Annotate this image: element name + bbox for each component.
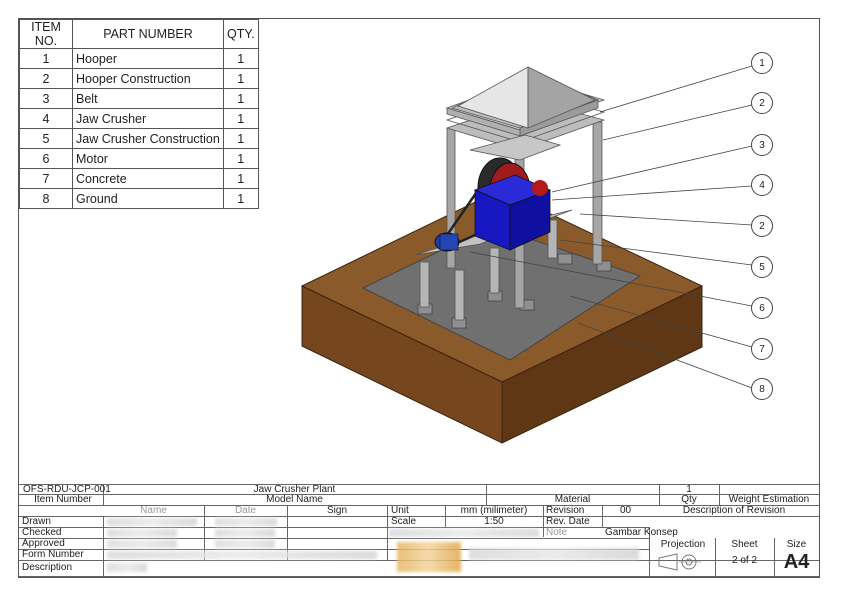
- size-value: A4: [783, 551, 810, 573]
- model-name-label: Model Name: [266, 494, 323, 505]
- approved-label: Approved: [22, 538, 65, 549]
- bom-item-no: 8: [19, 188, 73, 209]
- hopper: [445, 66, 606, 161]
- note-label: Note: [546, 527, 568, 538]
- col-sign-header: Sign: [326, 505, 347, 516]
- balloon-item-2: 2: [751, 92, 773, 114]
- third-angle-projection-icon: [658, 553, 701, 571]
- scale-value: 1:50: [484, 516, 504, 527]
- jaw-crusher-body: [473, 174, 552, 251]
- redacted-tolerance: [389, 529, 539, 537]
- col-date-header: Date: [234, 505, 257, 516]
- redacted-checked-name: [107, 529, 177, 537]
- balloon-item-5: 5: [751, 256, 773, 278]
- balloon-item-3: 3: [751, 134, 773, 156]
- rev-date-label: Rev. Date: [546, 516, 590, 527]
- checked-label: Checked: [22, 527, 62, 538]
- balloon-item-2b: 2: [751, 215, 773, 237]
- bom-part-number: Jaw Crusher: [72, 108, 224, 129]
- redacted-drawn-date: [215, 518, 277, 526]
- description-label: Description: [22, 562, 73, 573]
- redacted-drawn-name: [107, 518, 197, 526]
- footings: [417, 253, 612, 329]
- drawn-label: Drawn: [22, 516, 51, 527]
- redacted-checked-date: [215, 529, 275, 537]
- size-label: Size: [786, 539, 807, 550]
- form-number-label: Form Number: [22, 549, 84, 560]
- description-of-revision-label: Description of Revision: [682, 505, 786, 516]
- bom-qty: 1: [223, 68, 259, 89]
- sheet-value: 2 of 2: [731, 555, 758, 566]
- item-number-value: OFS-RDU-JCP-001: [23, 484, 111, 495]
- weight-estimation-label: Weight Estimation: [728, 494, 810, 505]
- scale-label: Scale: [391, 516, 417, 527]
- balloon-item-7: 7: [751, 338, 773, 360]
- balloon-item-1: 1: [751, 52, 773, 74]
- qty-label: Qty: [681, 494, 697, 505]
- model-name-value: Jaw Crusher Plant: [253, 484, 336, 495]
- item-number-label: Item Number: [34, 494, 92, 505]
- sheet-label: Sheet: [731, 539, 758, 550]
- redacted-description: [107, 563, 147, 572]
- redacted-company-name: [469, 548, 639, 560]
- bom-part-number: Jaw Crusher Construction: [72, 128, 224, 149]
- redacted-approved-name: [107, 540, 177, 548]
- leader-lines: [469, 65, 753, 389]
- company-logo: [397, 542, 461, 572]
- balloon-item-8: 8: [751, 378, 773, 400]
- balloon-item-4: 4: [751, 174, 773, 196]
- bom-qty: 1: [223, 148, 259, 169]
- revision-label: Revision: [546, 505, 585, 516]
- redacted-form-number: [107, 551, 377, 559]
- title-block: OFS-RDU-JCP-001 Jaw Crusher Plant 1 Item…: [19, 484, 819, 577]
- balloon-item-6: 6: [751, 297, 773, 319]
- unit-label: Unit: [391, 505, 409, 516]
- revision-value: 00: [619, 505, 632, 516]
- redacted-approved-date: [215, 540, 275, 548]
- motor: [434, 232, 460, 252]
- bom-header-qty: QTY.: [223, 19, 259, 49]
- projection-label: Projection: [660, 539, 706, 550]
- material-label: Material: [554, 494, 591, 505]
- drawing-sheet-border: [18, 18, 820, 578]
- bom-qty: 1: [223, 168, 259, 189]
- unit-value: mm (milimeter): [460, 505, 528, 516]
- qty-value: 1: [686, 484, 692, 495]
- bom-part-number: Ground: [72, 188, 224, 209]
- col-name-header: Name: [140, 505, 167, 516]
- note-value: Gambar Konsep: [605, 527, 678, 538]
- bom-qty: 1: [223, 188, 259, 209]
